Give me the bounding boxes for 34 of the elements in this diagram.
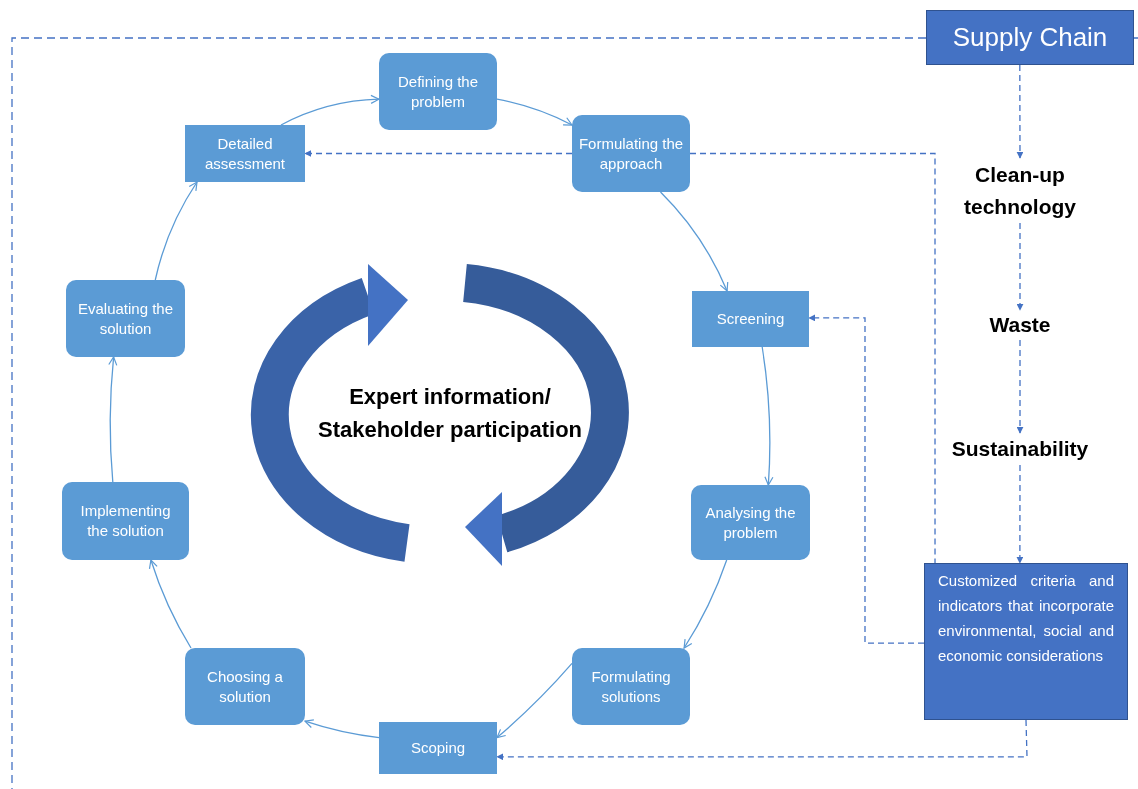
- step-box: Scoping: [379, 722, 497, 774]
- arrow: [154, 181, 198, 281]
- process-box: Analysing the problem: [691, 485, 810, 560]
- header-box: Supply Chain: [926, 10, 1134, 65]
- arrow: [148, 559, 192, 649]
- arrow: [304, 719, 380, 739]
- arrow: [1016, 339, 1024, 434]
- arrow: [108, 356, 118, 483]
- step-box: Detailed assessment: [185, 125, 305, 182]
- process-box: Defining the problem: [379, 53, 497, 130]
- arrow: [304, 150, 573, 157]
- arrow: [683, 559, 728, 649]
- arrow: [496, 719, 1028, 761]
- process-box: Formulating solutions: [572, 648, 690, 725]
- arrow: [280, 94, 380, 126]
- process-box: Evaluating the solution: [66, 280, 185, 357]
- arrow: [496, 98, 573, 126]
- arrow: [1016, 64, 1024, 159]
- process-box: Formulating the approach: [572, 115, 690, 192]
- arrow: [496, 662, 573, 739]
- step-box: Screening: [692, 291, 809, 347]
- connector-line: [689, 152, 936, 564]
- criteria-box: Customized criteria and indicators that incorporate environmental, social and economic considerations: [924, 563, 1128, 720]
- process-box: Implementing the solution: [62, 482, 189, 560]
- stage-label: Clean-up technology: [955, 158, 1085, 223]
- process-box: Choosing a solution: [185, 648, 305, 725]
- arrow: [1016, 222, 1024, 311]
- stage-label: Waste: [975, 310, 1065, 340]
- stage-label: Sustainability: [935, 433, 1105, 465]
- arrow: [808, 314, 925, 644]
- arrow: [659, 191, 729, 292]
- center-caption: Expert information/ Stakeholder participation: [316, 383, 584, 444]
- arrow: [1016, 464, 1024, 564]
- arrow: [761, 346, 774, 486]
